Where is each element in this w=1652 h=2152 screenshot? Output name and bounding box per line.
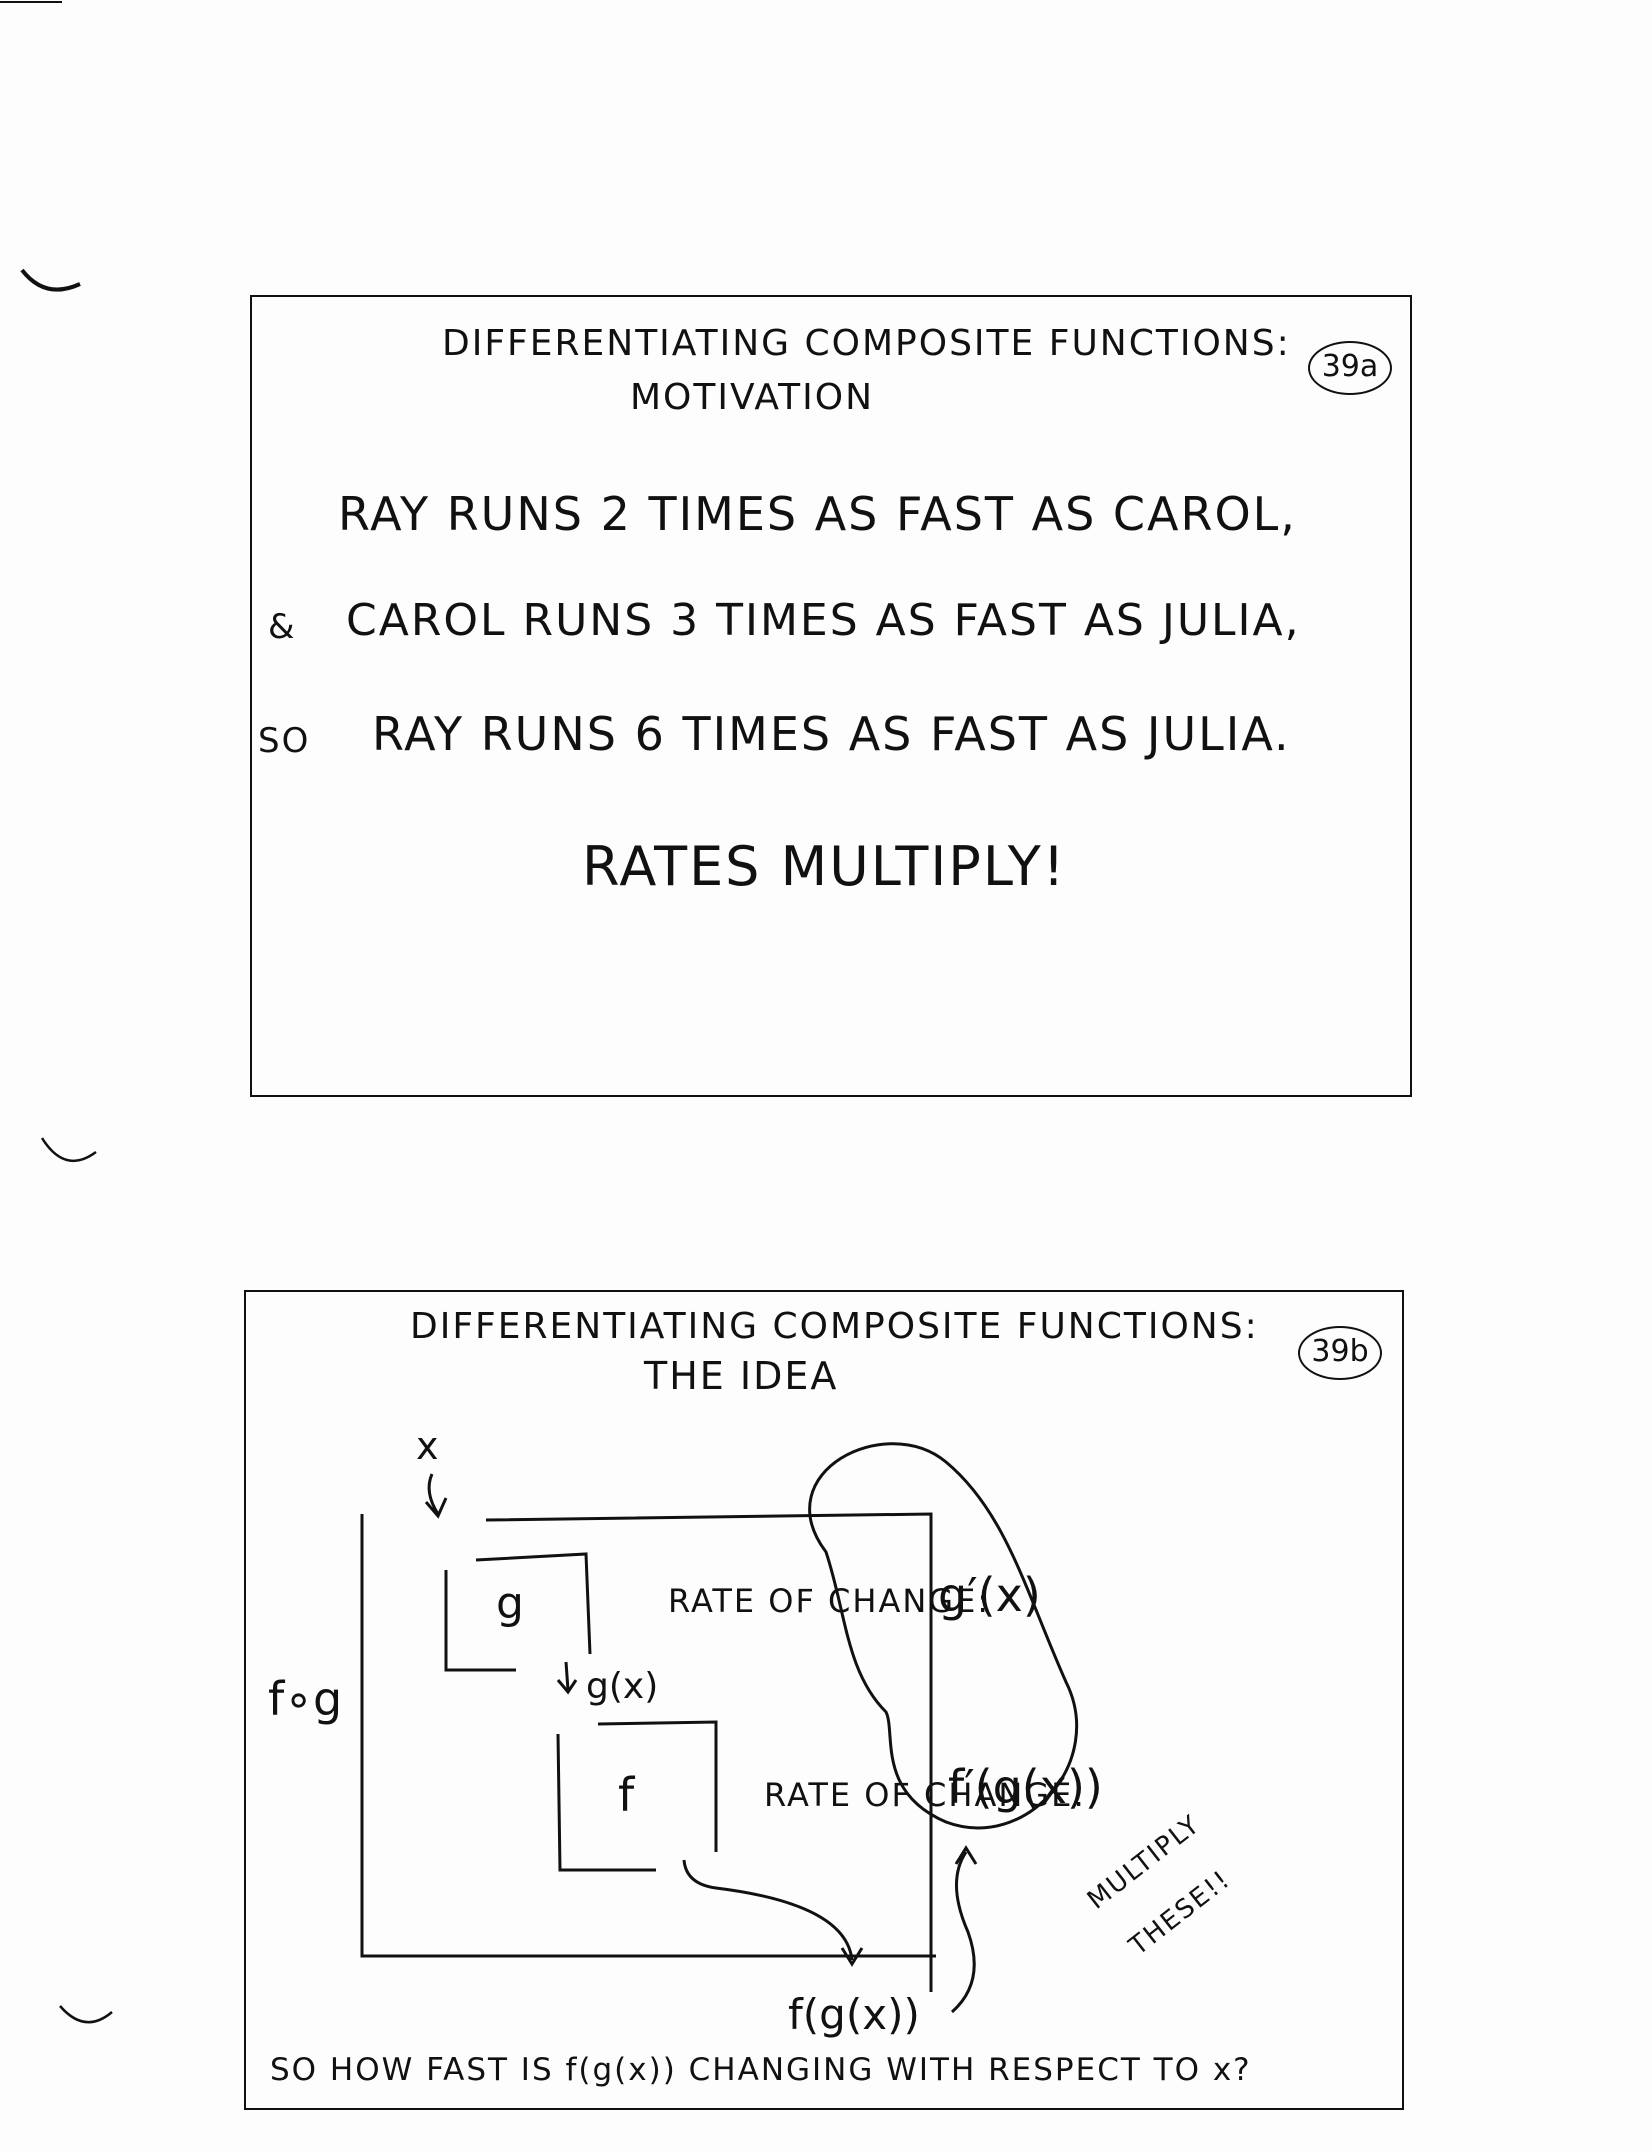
g-output-arrowhead <box>556 1679 578 1695</box>
g-box-label: g <box>496 1578 526 1629</box>
slide-b-title-line2: THE IDEA <box>644 1354 839 1398</box>
rate-of-change-g-label: RATE OF CHANGE: <box>668 1582 991 1620</box>
binder-hole-middle <box>40 1137 97 1162</box>
input-x-label: x <box>416 1424 441 1468</box>
derivatives-loop <box>808 1442 1079 1830</box>
composite-diagram <box>360 1442 1079 2014</box>
slide-a-line2: CAROL RUNS 3 TIMES AS FAST AS JULIA, <box>346 595 1301 646</box>
slide-the-idea: DIFFERENTIATING COMPOSITE FUNCTIONS: THE… <box>244 1290 1404 2110</box>
composite-label: f∘g <box>268 1672 343 1726</box>
g-box-outline-left <box>444 1570 516 1672</box>
f-output-arrowhead <box>840 1947 864 1967</box>
slide-a-conclusion: RATES MULTIPLY! <box>582 835 1067 898</box>
g-output-arrow <box>564 1661 570 1691</box>
rate-of-change-g-value: g′(x) <box>938 1568 1041 1622</box>
slide-a-line1: RAY RUNS 2 TIMES AS FAST AS CAROL, <box>338 487 1297 541</box>
slide-a-line3: RAY RUNS 6 TIMES AS FAST AS JULIA. <box>372 707 1291 761</box>
composite-box-outline-left <box>360 1514 936 1958</box>
g-box-outline-right <box>475 1552 592 1655</box>
input-arrowhead <box>424 1497 448 1519</box>
multiply-arrow <box>951 1851 976 2014</box>
rate-of-change-f-value: f′(g(x)) <box>948 1760 1103 1814</box>
f-box-label: f <box>618 1768 637 1822</box>
g-output-label: g(x) <box>586 1666 659 1707</box>
final-output-label: f(g(x)) <box>788 1990 920 2039</box>
f-box-outline-right <box>597 1720 718 1852</box>
multiply-arrowhead <box>954 1845 978 1865</box>
slide-a-line2-prefix: & <box>268 607 297 647</box>
f-output-arrow <box>682 1859 854 1961</box>
f-box-outline-left <box>556 1733 656 1872</box>
slide-b-title-line1: DIFFERENTIATING COMPOSITE FUNCTIONS: <box>410 1306 1259 1347</box>
slide-b-page-number: 39b <box>1298 1326 1382 1380</box>
slide-b-question: SO HOW FAST IS f(g(x)) CHANGING WITH RES… <box>270 2052 1252 2088</box>
rate-of-change-f-label: RATE OF CHANGE: <box>764 1776 1087 1814</box>
slide-a-page-number: 39a <box>1308 341 1392 395</box>
slide-motivation: DIFFERENTIATING COMPOSITE FUNCTIONS: MOT… <box>250 295 1412 1097</box>
slide-a-title-line1: DIFFERENTIATING COMPOSITE FUNCTIONS: <box>442 323 1291 364</box>
binder-hole-top <box>20 268 81 292</box>
slide-a-line3-prefix: SO <box>258 721 311 761</box>
composite-box-outline-right <box>485 1512 933 1992</box>
input-arrow <box>427 1473 440 1515</box>
slide-a-title-line2: MOTIVATION <box>630 377 875 418</box>
binder-hole-bottom <box>59 2005 113 2024</box>
